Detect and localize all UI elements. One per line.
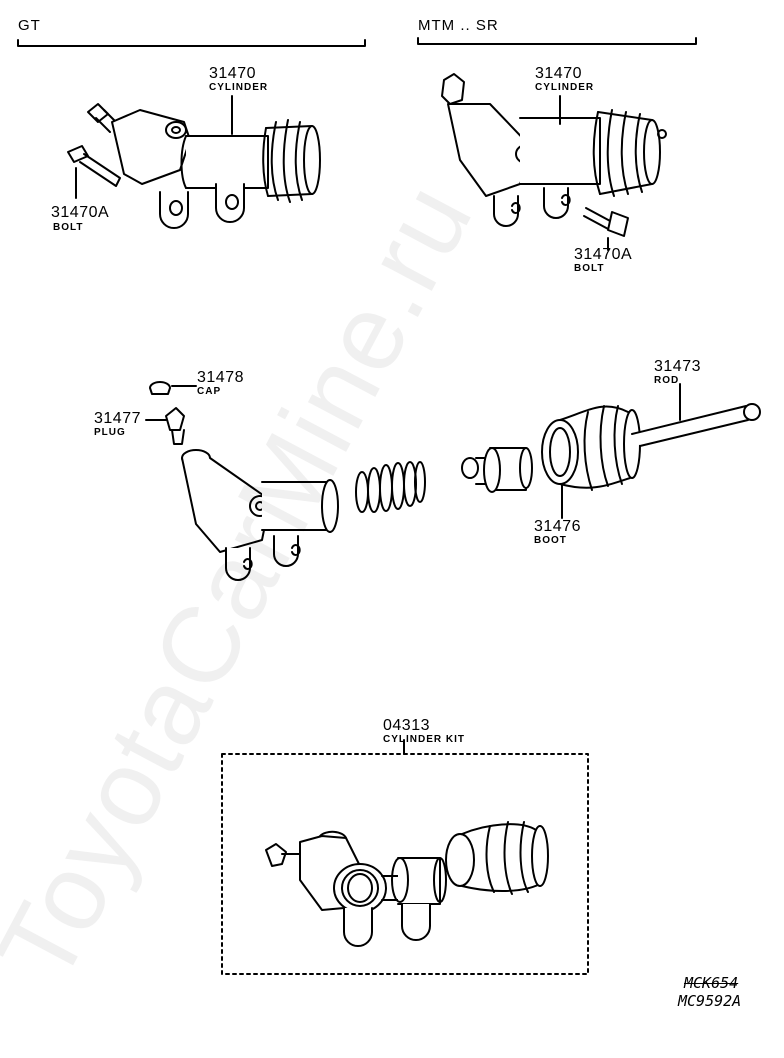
- boot-part-number: 31476: [534, 518, 581, 535]
- cylinder-kit-drawing: [265, 821, 549, 947]
- mtm-cylinder-part-name: CYLINDER: [535, 82, 595, 93]
- mtm-bolt-part-name: BOLT: [574, 263, 605, 274]
- section-label-gt: GT: [18, 17, 41, 34]
- rod-drawing: [631, 383, 761, 447]
- mtm-section-bracket: [417, 37, 697, 45]
- kit-part-name: CYLINDER KIT: [383, 734, 465, 745]
- mtm-cylinder-part-number: 31470: [535, 65, 582, 82]
- boot-drawing: [541, 405, 641, 519]
- plug-part-name: PLUG: [94, 427, 126, 438]
- gt-bolt-drawing: [67, 145, 121, 199]
- cap-drawing: [149, 381, 197, 395]
- gt-cylinder-drawing: [87, 95, 321, 229]
- plug-part-number: 31477: [94, 410, 141, 427]
- gt-cylinder-part-name: CYLINDER: [209, 82, 269, 93]
- plug-drawing: [145, 407, 185, 445]
- gt-bolt-part-number: 31470A: [51, 204, 110, 221]
- cap-part-number: 31478: [197, 369, 244, 386]
- gt-cylinder-part-number: 31470: [209, 65, 256, 82]
- current-diagram-code: MC9592A: [678, 992, 742, 1010]
- mtm-bolt-part-number: 31470A: [574, 246, 633, 263]
- rod-part-name: ROD: [654, 375, 680, 386]
- kit-part-number: 04313: [383, 717, 430, 734]
- mtm-cylinder-drawing: [441, 73, 667, 227]
- spring-drawing: [355, 461, 426, 513]
- mtm-bolt-drawing: [583, 207, 629, 251]
- boot-part-name: BOOT: [534, 535, 567, 546]
- piston-drawing: [461, 447, 533, 493]
- cap-part-name: CAP: [197, 386, 222, 397]
- gt-bolt-part-name: BOLT: [53, 222, 84, 233]
- section-label-mtm-sr: MTM .. SR: [418, 17, 499, 34]
- cylinder-kit-box: [221, 739, 589, 975]
- cylinder-body-drawing: [181, 449, 339, 581]
- old-diagram-code: MCK654: [684, 974, 739, 992]
- gt-section-bracket: [17, 39, 366, 47]
- rod-part-number: 31473: [654, 358, 701, 375]
